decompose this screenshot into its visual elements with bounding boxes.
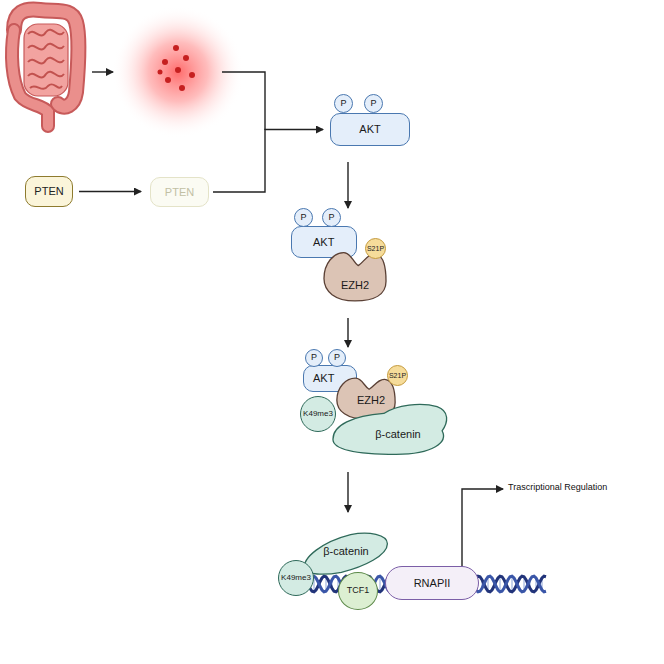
modification-circle: P [305, 349, 323, 367]
node-text: P [300, 213, 306, 223]
protein-box: PTEN [25, 176, 73, 207]
merge-line [222, 72, 265, 130]
protein-box: AKT [330, 113, 410, 146]
flow-arrow [347, 162, 348, 208]
node-text: β-catenin [375, 428, 420, 440]
node-text: K49me3 [303, 410, 333, 419]
node-text: AKT [313, 236, 334, 248]
annotation-label: Trascriptional Regulation [508, 483, 607, 493]
protein-shape: β-catenin [328, 400, 452, 456]
modification-circle: K49me3 [278, 560, 314, 596]
node-text: β-catenin [323, 545, 368, 557]
intestine-illustration [12, 10, 78, 126]
node-text: EZH2 [357, 394, 385, 406]
node-text: P [328, 213, 334, 223]
node-text: TCF1 [347, 586, 370, 596]
modification-circle: P [294, 208, 313, 227]
arrow [92, 71, 113, 72]
modification-circle: P [322, 208, 341, 227]
node-text: P [340, 99, 346, 109]
node-text: EZH2 [341, 279, 369, 291]
node-text: AKT [359, 123, 380, 135]
node-text: PTEN [34, 185, 63, 197]
modification-circle: P [334, 94, 353, 113]
modification-circle: S21P [387, 365, 408, 386]
node-text: AKT [313, 372, 334, 384]
node-text: S21P [389, 372, 406, 380]
node-text: P [370, 99, 376, 109]
flow-arrow [347, 318, 348, 347]
particles [158, 45, 196, 91]
node-text: RNAPII [414, 577, 451, 589]
modification-circle: P [364, 94, 383, 113]
flow-arrow [79, 191, 141, 192]
protein-box: PTEN [150, 177, 209, 207]
node-text: S21P [367, 245, 384, 253]
modification-circle: K49me3 [300, 396, 336, 432]
transcription-arrow [462, 489, 503, 566]
protein-shape: β-catenin [300, 530, 392, 576]
node-text: P [334, 353, 340, 363]
modification-circle: S21P [365, 238, 386, 259]
node-text: PTEN [165, 186, 194, 198]
modification-circle: TCF1 [338, 572, 378, 610]
node-text: P [311, 353, 317, 363]
protein-box: RNAPII [385, 566, 479, 600]
node-text: K49me3 [281, 574, 311, 583]
modification-circle: P [328, 349, 346, 367]
flow-arrow [213, 130, 323, 193]
flow-arrow [347, 472, 348, 512]
